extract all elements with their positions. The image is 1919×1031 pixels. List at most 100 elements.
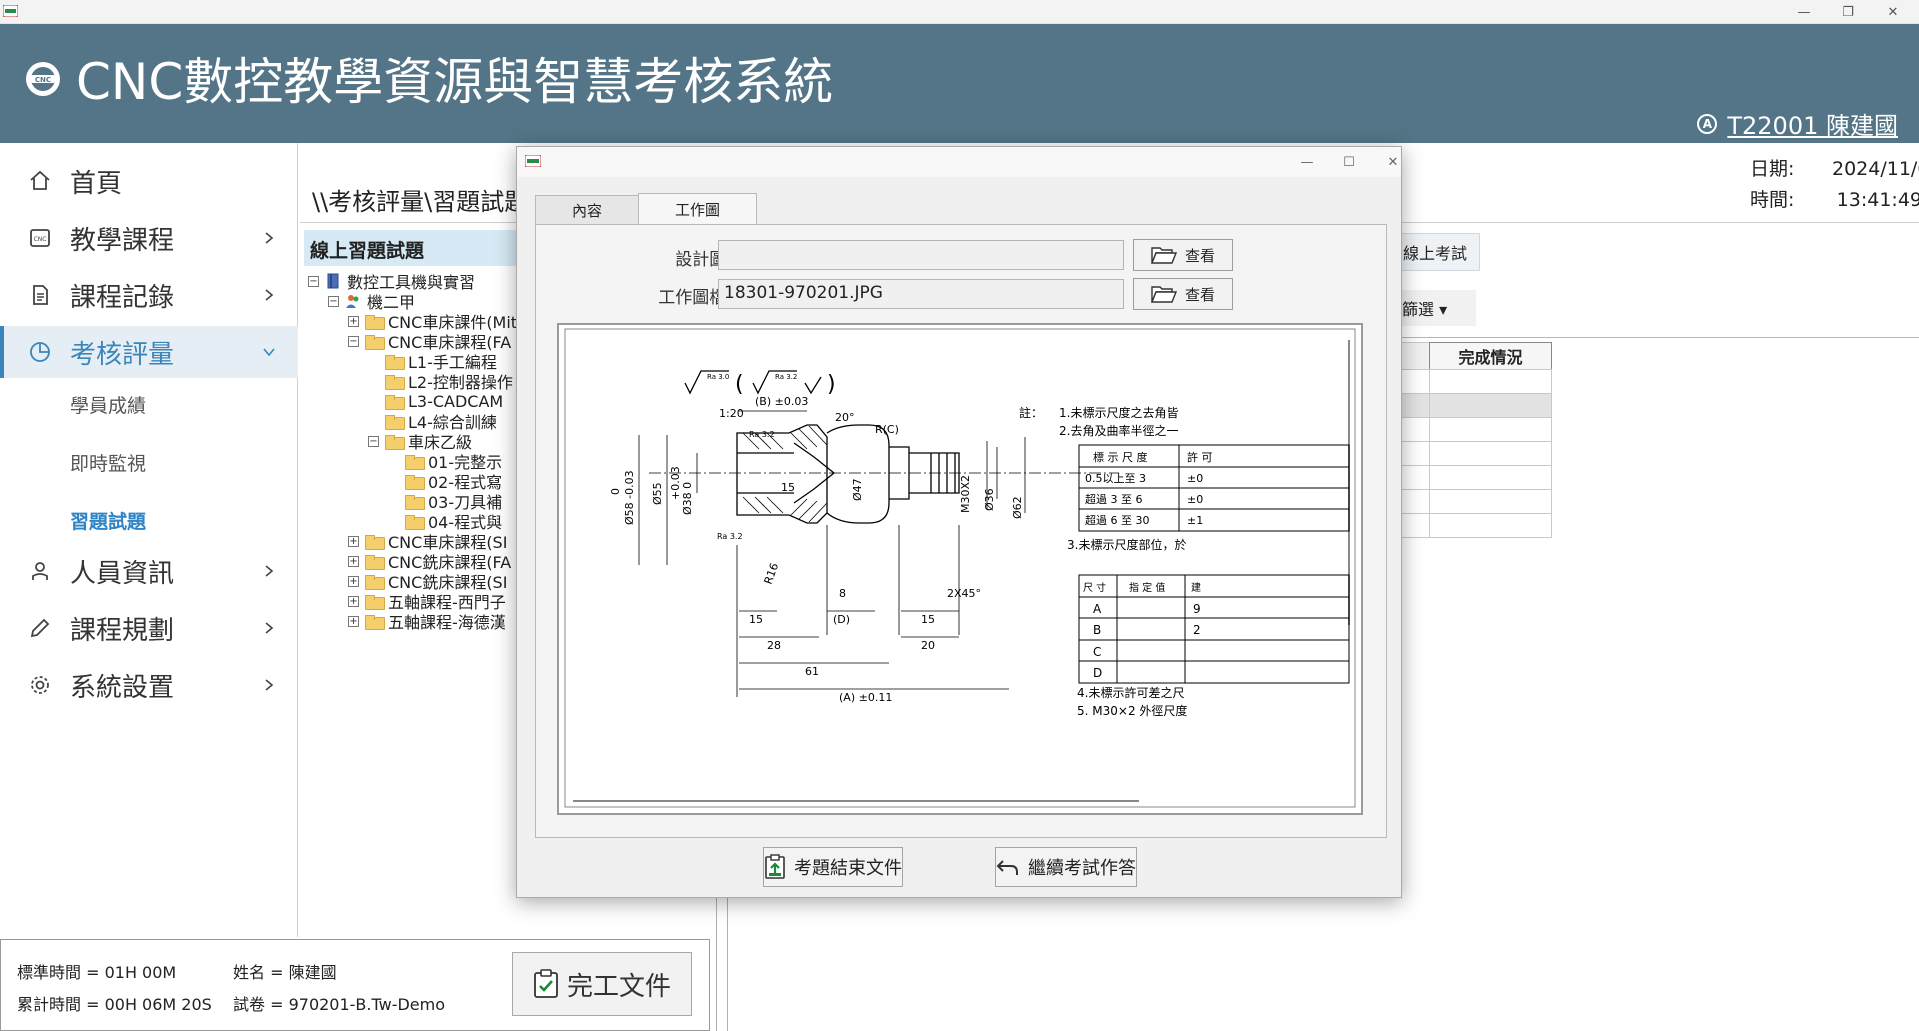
sidebar-item-assessment[interactable]: 考核評量 (0, 326, 298, 378)
svg-text:2: 2 (1193, 623, 1201, 637)
tree-expand-toggle[interactable]: + (348, 615, 359, 627)
dialog-minimize-button[interactable]: — (1300, 154, 1314, 170)
view-work-button[interactable]: 查看 (1133, 278, 1233, 310)
window-titlebar: — ❐ ✕ (0, 0, 1919, 24)
dimension-lines (638, 410, 1026, 697)
section-hatch (742, 425, 828, 523)
svg-text:15: 15 (749, 613, 763, 626)
sidebar-item-courses[interactable]: CNC 教學課程 (0, 212, 298, 264)
tree-expand-toggle[interactable]: + (348, 575, 359, 587)
work-file-field[interactable]: 18301-970201.JPG (718, 279, 1124, 309)
filter-dropdown[interactable]: 篩選 ▾ (1390, 290, 1476, 326)
tree-node[interactable]: L4-綜合訓練 (368, 410, 497, 432)
folder-icon (385, 394, 405, 410)
dialog-close-button[interactable]: ✕ (1387, 154, 1399, 170)
tree-expand-toggle[interactable]: + (348, 595, 359, 607)
sidebar-sub-exercises[interactable]: 習題試題 (70, 511, 147, 533)
grid-cell (1429, 513, 1552, 538)
tree-node[interactable]: − 數控工具機與實習 (308, 270, 475, 292)
work-drawing-panel: 設計圖: 查看 工作圖檔: 18301-970201.JPG 查看 Ra 3.0… (535, 224, 1387, 838)
user-name-link[interactable]: T22001 陳建國 (1727, 112, 1898, 140)
tree-expand-toggle[interactable]: + (348, 555, 359, 567)
folder-icon (385, 374, 405, 390)
view-design-button[interactable]: 查看 (1133, 239, 1233, 271)
tab-work-drawing[interactable]: 工作圖 (638, 193, 758, 225)
online-exam-button[interactable]: 線上考試 (1390, 233, 1480, 271)
tree-expand-toggle[interactable]: + (348, 315, 359, 327)
design-drawing-field[interactable] (718, 240, 1124, 270)
tree-expand-toggle[interactable]: − (328, 295, 339, 307)
chevron-right-icon (265, 232, 274, 244)
svg-text:Ø55: Ø55 (651, 482, 664, 505)
svg-text:0: 0 (609, 488, 622, 495)
tree-node[interactable]: 02-程式寫 (388, 470, 502, 492)
tree-node[interactable]: −CNC車床課程(FA (348, 330, 511, 352)
user-account[interactable]: A T22001 陳建國 (1697, 106, 1898, 141)
svg-text:±0: ±0 (1187, 472, 1203, 485)
svg-text:+0.03: +0.03 (669, 466, 682, 500)
tree-node[interactable]: L3-CADCAM (368, 390, 503, 412)
svg-text:CNC: CNC (35, 76, 51, 84)
sidebar-sub-student-grades[interactable]: 學員成績 (70, 395, 147, 417)
tree-node[interactable]: −機二甲 (328, 290, 415, 312)
tab-content[interactable]: 內容 (535, 195, 640, 225)
tree-expand-toggle[interactable]: − (308, 275, 319, 287)
chevron-right-icon (265, 622, 274, 634)
dialog-maximize-button[interactable]: ☐ (1343, 154, 1355, 170)
work-drawing-image[interactable]: Ra 3.0 ( Ra 3.2 ) (557, 323, 1363, 815)
tree-node[interactable]: 01-完整示 (388, 450, 502, 472)
end-exam-document-button[interactable]: 考題結束文件 (763, 847, 903, 887)
sidebar-item-planning[interactable]: 課程規劃 (0, 602, 298, 654)
grid-cell (1429, 441, 1552, 466)
tree-node[interactable]: +CNC車床課件(Mit (348, 310, 516, 332)
active-indicator (0, 326, 4, 378)
svg-text:註：: 註： (1019, 406, 1043, 420)
work-drawing-dialog: — ☐ ✕ 內容 工作圖 設計圖: 查看 工作圖檔: 18301-970201.… (516, 146, 1402, 898)
undo-arrow-icon (996, 860, 1018, 875)
svg-text:超過 6 至 30: 超過 6 至 30 (1085, 513, 1150, 527)
group-icon (346, 295, 359, 308)
svg-text:超過 3 至 6: 超過 3 至 6 (1085, 492, 1143, 506)
close-window-button[interactable]: ✕ (1887, 4, 1899, 20)
tree-node[interactable]: 04-程式與 (388, 510, 502, 532)
breadcrumb: \\考核評量\習題試題 (312, 188, 529, 216)
sidebar-item-records[interactable]: 課程記錄 (0, 269, 298, 321)
tree-node[interactable]: +五軸課程-西門子 (348, 590, 506, 612)
tree-expand-toggle[interactable]: + (348, 535, 359, 547)
svg-text:9: 9 (1193, 602, 1201, 616)
continue-exam-button[interactable]: 繼續考試作答 (995, 847, 1137, 887)
tree-node[interactable]: −車床乙級 (368, 430, 472, 452)
grid-header-status: 完成情況 (1429, 342, 1552, 370)
tree-node[interactable]: L1-手工編程 (368, 350, 497, 372)
cnc-logo-icon: CNC (26, 62, 60, 96)
design-drawing-label: 設計圖: (675, 250, 732, 270)
tree-node[interactable]: L2-控制器操作 (368, 370, 513, 392)
drawing-notes: 註： 1.未標示尺度之去角皆 2.去角及曲率半徑之一 3.未標示尺度部位，於 4… (1019, 405, 1187, 718)
sidebar-item-personnel[interactable]: 人員資訊 (0, 545, 298, 597)
tree-node[interactable]: +CNC銑床課程(SI (348, 570, 507, 592)
minimize-button[interactable]: — (1797, 4, 1811, 20)
splitter[interactable] (716, 896, 728, 1031)
tree-node-label: 01-完整示 (428, 453, 503, 472)
time-value: 13:41:49 (1836, 189, 1919, 211)
restore-button[interactable]: ❐ (1842, 4, 1854, 20)
tree-node[interactable]: +CNC車床課程(SI (348, 530, 507, 552)
user-icon (32, 562, 48, 580)
tree-expand-toggle[interactable]: − (348, 335, 359, 347)
svg-text:B: B (1093, 623, 1101, 637)
svg-text:Ø36: Ø36 (983, 488, 996, 511)
surface-finish-symbol: Ra 3.0 ( Ra 3.2 ) (684, 370, 836, 397)
tree-node-label: 數控工具機與實習 (347, 273, 476, 292)
tree-node[interactable]: 03-刀具補 (388, 490, 502, 512)
sidebar-item-settings[interactable]: 系統設置 (0, 659, 298, 711)
tree-node[interactable]: +五軸課程-海德漢 (348, 610, 506, 632)
tree-expand-toggle[interactable]: − (368, 435, 379, 447)
sidebar-item-home[interactable]: 首頁 (0, 155, 298, 207)
folder-icon (365, 534, 385, 550)
folder-icon (405, 454, 425, 470)
folder-icon (365, 614, 385, 630)
tree-node[interactable]: +CNC銑床課程(FA (348, 550, 511, 572)
sidebar-sub-live-monitor[interactable]: 即時監視 (70, 453, 147, 475)
complete-document-button[interactable]: 完工文件 (512, 952, 692, 1016)
